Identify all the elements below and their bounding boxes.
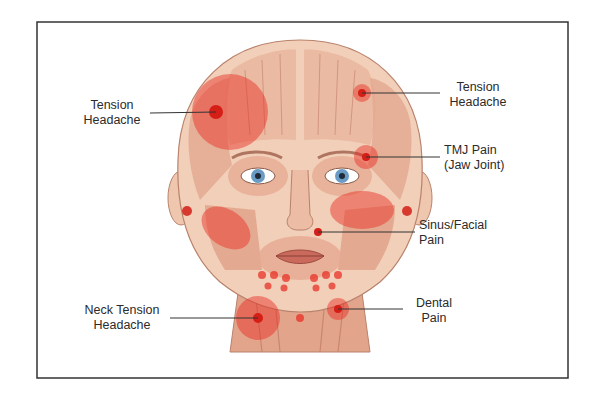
pain-zone — [330, 191, 394, 229]
mouth-line — [276, 256, 324, 257]
eyebrow — [232, 152, 282, 158]
callout-label: Neck Tension Headache — [78, 303, 166, 333]
pain-dot — [182, 206, 192, 216]
pain-dot — [296, 314, 304, 322]
iris — [251, 169, 265, 183]
pupil — [255, 173, 261, 179]
frontalis-muscle — [304, 50, 376, 145]
pain-dot — [402, 206, 412, 216]
callout-label: TMJ Pain (Jaw Joint) — [444, 143, 524, 173]
lips — [276, 250, 324, 264]
orbicularis-muscle — [228, 156, 288, 196]
pain-dots-chin — [258, 271, 342, 292]
callout-label: Dental Pain — [406, 296, 462, 326]
frame — [37, 22, 568, 378]
callout-label: Sinus/Facial Pain — [419, 218, 499, 248]
pupil — [339, 173, 345, 179]
nose — [287, 170, 313, 230]
iris — [335, 169, 349, 183]
temporalis-muscle — [368, 78, 412, 200]
leader-lines — [150, 93, 440, 318]
callout-label: Tension Headache — [78, 98, 146, 128]
pain-zone — [194, 198, 259, 258]
eye — [241, 168, 275, 184]
eye — [325, 168, 359, 184]
orbicularis-oris — [258, 236, 342, 280]
head-outline — [178, 40, 422, 312]
callout-label: Tension Headache — [444, 80, 512, 110]
